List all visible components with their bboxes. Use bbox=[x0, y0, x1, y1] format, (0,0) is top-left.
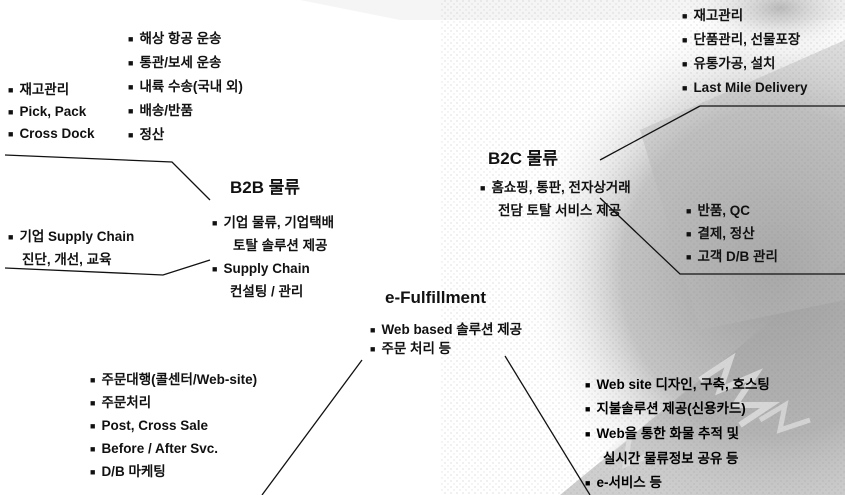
efulfillment-desc-2: ■주문 처리 등 bbox=[370, 341, 452, 356]
list-item: ■주문처리 bbox=[90, 395, 152, 410]
b2b-left-list: ■재고관리 ■Pick, Pack ■Cross Dock bbox=[8, 83, 94, 149]
list-item: ■Last Mile Delivery bbox=[682, 80, 808, 95]
list-item: ■Post, Cross Sale bbox=[90, 418, 208, 433]
list-item: ■재고관리 bbox=[682, 8, 744, 23]
b2c-bottom-connector bbox=[599, 197, 845, 275]
list-item: ■D/B 마케팅 bbox=[90, 464, 166, 479]
list-item: ■정산 bbox=[128, 127, 165, 142]
b2b-top-list: ■해상 항공 운송 ■통관/보세 운송 ■내륙 수송(국내 외) ■배송/반품 … bbox=[128, 32, 243, 152]
efulfill-left-connector bbox=[261, 359, 363, 495]
b2b-title: B2B 물류 bbox=[230, 178, 301, 197]
b2b-left-connector bbox=[4, 154, 211, 201]
efulfillment-right-4: 실시간 물류정보 공유 등 bbox=[603, 451, 739, 466]
list-item: ■단품관리, 선물포장 bbox=[682, 32, 801, 47]
list-item: ■통관/보세 운송 bbox=[128, 55, 222, 70]
list-item: ■고객 D/B 관리 bbox=[686, 249, 778, 264]
list-item: ■유통가공, 설치 bbox=[682, 56, 776, 71]
b2b-desc-2: ■Supply Chain bbox=[212, 261, 310, 276]
list-item: ■배송/반품 bbox=[128, 103, 193, 118]
b2c-top-list: ■재고관리 ■단품관리, 선물포장 ■유통가공, 설치 ■Last Mile D… bbox=[682, 9, 808, 105]
b2b-supply-connector bbox=[4, 259, 211, 276]
b2c-right-list: ■반품, QC ■결제, 정산 ■고객 D/B 관리 bbox=[686, 204, 778, 273]
efulfillment-title: e-Fulfillment bbox=[385, 288, 487, 307]
efulfillment-left-list: ■주문대행(콜센터/Web-site) ■주문처리 ■Post, Cross S… bbox=[90, 373, 257, 488]
b2b-desc-1: ■기업 물류, 기업택배 bbox=[212, 215, 335, 230]
list-item: ■Before / After Svc. bbox=[90, 441, 218, 456]
list-item: ■해상 항공 운송 bbox=[128, 31, 222, 46]
list-item: ■결제, 정산 bbox=[686, 226, 755, 241]
efulfillment-right-1: ■Web site 디자인, 구축, 호스팅 bbox=[585, 377, 770, 392]
efulfillment-right-2: ■지불솔루션 제공(신용카드) bbox=[585, 401, 746, 416]
b2b-desc-2b: 컨설팅 / 관리 bbox=[230, 284, 304, 299]
b2c-top-connector bbox=[599, 105, 701, 161]
efulfill-right-connector bbox=[504, 355, 591, 495]
efulfillment-right-3: ■Web을 통한 화물 추적 및 bbox=[585, 426, 740, 441]
supply-chain-line-2: 진단, 개선, 교육 bbox=[22, 252, 112, 267]
supply-chain-line-1: ■기업 Supply Chain bbox=[8, 229, 135, 244]
b2c-desc-2: 전담 토탈 서비스 제공 bbox=[498, 203, 622, 218]
efulfillment-right-5: ■e-서비스 등 bbox=[585, 475, 662, 490]
b2c-title: B2C 물류 bbox=[488, 149, 559, 168]
list-item: ■Cross Dock bbox=[8, 126, 95, 141]
list-item: ■내륙 수송(국내 외) bbox=[128, 79, 243, 94]
b2c-desc-1: ■홈쇼핑, 통판, 전자상거래 bbox=[480, 180, 631, 195]
list-item: ■재고관리 bbox=[8, 82, 70, 97]
b2b-desc-1b: 토탈 솔루션 제공 bbox=[233, 238, 328, 253]
list-item: ■반품, QC bbox=[686, 203, 751, 218]
efulfillment-desc-1: ■Web based 솔루션 제공 bbox=[370, 322, 523, 337]
list-item: ■Pick, Pack bbox=[8, 104, 87, 119]
list-item: ■주문대행(콜센터/Web-site) bbox=[90, 372, 258, 387]
